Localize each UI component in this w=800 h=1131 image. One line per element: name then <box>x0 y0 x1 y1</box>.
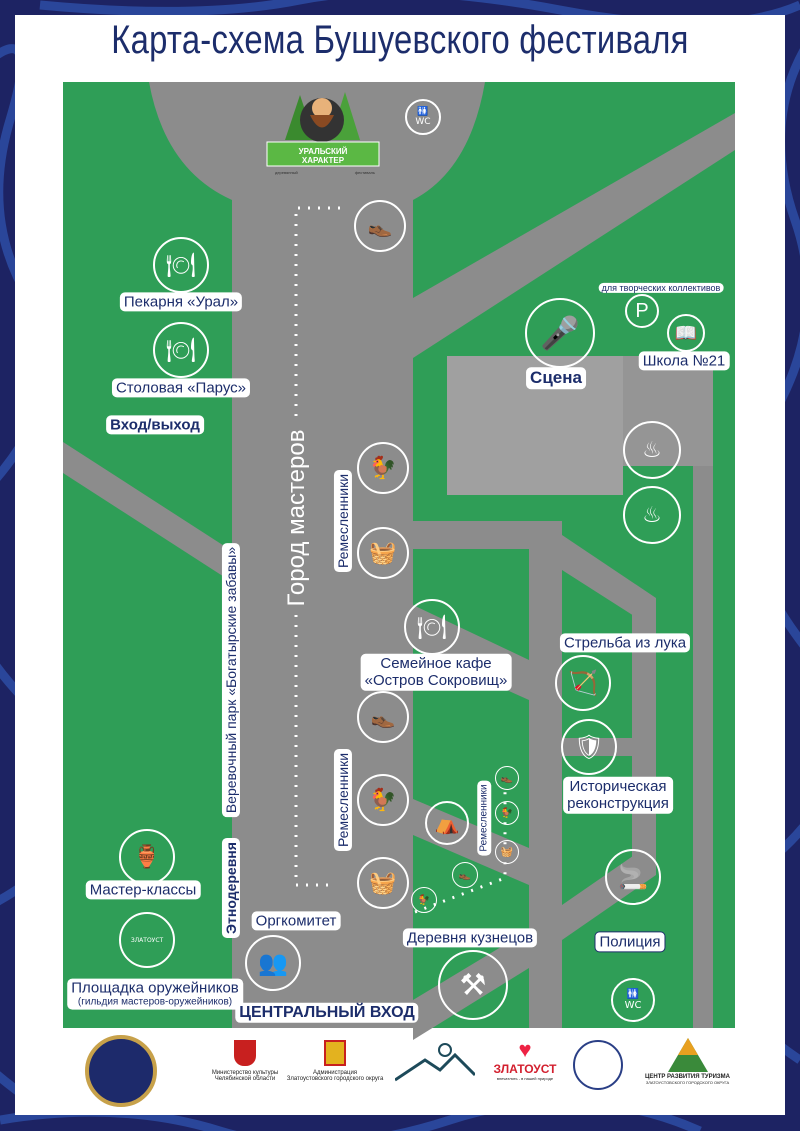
wc-label: WC <box>624 1000 642 1011</box>
tent-icon[interactable]: ⛺ <box>425 801 469 845</box>
wc-icon[interactable]: 🚻WC <box>611 978 655 1022</box>
cafe-line2: «Остров Сокровищ» <box>364 672 508 689</box>
archery-icon[interactable]: 🏹 <box>555 655 611 711</box>
logo-line1: УРАЛЬСКИЙ <box>298 147 348 156</box>
gunsmiths-subtitle: (гильдия мастеров-оружейников) <box>77 996 233 1008</box>
people-group-icon[interactable]: 👥 <box>245 935 301 991</box>
zlatoust-brand-sub: впечатлять - в нашей природе <box>496 1076 554 1081</box>
road-vertical-mid <box>529 521 562 1028</box>
mountains-logo <box>395 1043 475 1082</box>
label-canteen[interactable]: Столовая «Парус» <box>111 378 251 398</box>
bast-shoes-icon[interactable]: 👞 <box>452 862 478 888</box>
page-title: Карта-схема Бушуевского фестиваля <box>111 18 689 62</box>
basket-icon[interactable]: 🧺 <box>357 857 409 909</box>
coat-badge-logo <box>85 1035 157 1107</box>
label-masters-town[interactable]: Город мастеров <box>283 429 311 607</box>
label-reenactment[interactable]: Историческая реконструкция <box>563 776 673 814</box>
basket-icon[interactable]: 🧺 <box>495 840 519 864</box>
road-diagonal-west <box>63 442 232 582</box>
ministry-logo: Министерство культуры Челябинской област… <box>205 1040 285 1082</box>
festival-logo-text: УРАЛЬСКИЙ ХАРАКТЕР <box>298 147 348 166</box>
label-school[interactable]: Школа №21 <box>638 351 730 371</box>
label-bakery[interactable]: Пекарня «Урал» <box>119 292 243 312</box>
label-police[interactable]: Полиция <box>594 931 666 953</box>
microphone-icon[interactable]: 🎤 <box>525 298 595 368</box>
label-blacksmith-village[interactable]: Деревня кузнецов <box>402 928 538 948</box>
label-entrance-exit[interactable]: Вход/выход <box>106 415 204 435</box>
label-stage[interactable]: Сцена <box>526 367 586 389</box>
wc-label: WC <box>415 117 431 127</box>
rooster-icon[interactable]: 🐓 <box>495 801 519 825</box>
violin-logo <box>573 1040 623 1090</box>
zlatoust-badge-label: ЗЛАТОУСТ <box>130 936 164 944</box>
smoking-area-icon[interactable]: 🚬 <box>605 849 661 905</box>
admin-line1: Администрация <box>312 1070 358 1076</box>
gunsmiths-title: Площадка оружейников <box>71 979 239 997</box>
restaurant-icon[interactable]: 🍽 <box>153 237 209 293</box>
label-master-classes[interactable]: Мастер-классы <box>85 880 201 900</box>
tourism-line2: ЗЛАТОУСТОВСКОГО ГОРОДСКОГО ОКРУГА <box>645 1080 730 1085</box>
ministry-line1: Министерство культуры <box>211 1070 279 1076</box>
grill-cook-icon[interactable]: ♨ <box>623 486 681 544</box>
wc-icon[interactable]: 🚻WC <box>405 99 441 135</box>
grill-cook-icon[interactable]: ♨ <box>623 421 681 479</box>
label-rope-park[interactable]: Веревочный парк «Богатырские забавы» <box>221 542 241 818</box>
heart-icon: ♥ <box>518 1037 532 1062</box>
label-parking-note: для творческих коллективов <box>598 282 724 294</box>
rooster-icon[interactable]: 🐓 <box>357 442 409 494</box>
blacksmith-icon[interactable]: ⚒ <box>438 950 508 1020</box>
book-icon[interactable]: 📖 <box>667 314 705 352</box>
label-craftsmen[interactable]: Ремесленники <box>333 748 353 852</box>
reenactment-line2: реконструкция <box>567 795 669 812</box>
ministry-line2: Челябинской области <box>214 1076 276 1082</box>
bast-shoes-icon[interactable]: 👞 <box>495 766 519 790</box>
logo-sub-left: деревянный <box>275 170 298 175</box>
rooster-icon[interactable]: 🐓 <box>411 887 437 913</box>
label-ethno-village[interactable]: Этнодеревня <box>221 838 241 938</box>
festival-logo <box>266 92 380 167</box>
rooster-icon[interactable]: 🐓 <box>357 774 409 826</box>
chelyabinsk-emblem-icon <box>234 1040 256 1066</box>
pottery-icon[interactable]: 🏺 <box>119 829 175 885</box>
tourism-mountain-icon <box>667 1038 708 1072</box>
logo-line2: ХАРАКТЕР <box>301 155 345 165</box>
parking-label: P <box>635 299 649 322</box>
zlatoust-brand-logo: ♥ ЗЛАТОУСТ впечатлять - в нашей природе <box>490 1037 560 1082</box>
walking-route <box>294 206 507 914</box>
label-gunsmiths[interactable]: Площадка оружейников (гильдия мастеров-о… <box>67 978 243 1010</box>
zlatoust-emblem-icon <box>324 1040 346 1066</box>
parking-icon[interactable]: P <box>625 294 659 328</box>
admin-line2: Златоустовского городского округа <box>286 1076 384 1082</box>
shield-swords-icon[interactable]: 🛡 <box>561 719 617 775</box>
reenactment-line1: Историческая <box>569 777 667 795</box>
bast-shoes-icon[interactable]: 👞 <box>354 200 406 252</box>
tourism-line1: ЦЕНТР РАЗВИТИЯ ТУРИЗМА <box>644 1074 731 1080</box>
tourism-center-logo: ЦЕНТР РАЗВИТИЯ ТУРИЗМА ЗЛАТОУСТОВСКОГО Г… <box>640 1038 735 1085</box>
zlatoust-badge-icon[interactable]: ЗЛАТОУСТ <box>119 912 175 968</box>
label-central-entrance[interactable]: ЦЕНТРАЛЬНЫЙ ВХОД <box>235 1002 419 1024</box>
administration-logo: Администрация Златоустовского городского… <box>285 1040 385 1082</box>
cafe-line1: Семейное кафе <box>380 654 492 672</box>
zlatoust-brand-text: ЗЛАТОУСТ <box>493 1062 557 1076</box>
restaurant-icon[interactable]: 🍽 <box>404 599 460 655</box>
label-archery[interactable]: Стрельба из лука <box>559 633 691 653</box>
bast-shoes-icon[interactable]: 👞 <box>357 691 409 743</box>
road-diagonal-north <box>413 113 735 358</box>
road-far-east <box>693 466 713 1028</box>
basket-icon[interactable]: 🧺 <box>357 527 409 579</box>
label-family-cafe[interactable]: Семейное кафе «Остров Сокровищ» <box>360 653 512 691</box>
logo-sub-right: фестиваль <box>354 170 375 175</box>
label-craftsmen[interactable]: Ремесленники <box>477 780 491 856</box>
festival-logo-sub: деревянный фестиваль <box>275 170 375 175</box>
label-org-committee[interactable]: Оргкомитет <box>251 911 341 931</box>
restaurant-icon[interactable]: 🍽 <box>153 322 209 378</box>
label-craftsmen[interactable]: Ремесленники <box>333 469 353 573</box>
partner-logos: Министерство культуры Челябинской област… <box>60 1030 740 1110</box>
